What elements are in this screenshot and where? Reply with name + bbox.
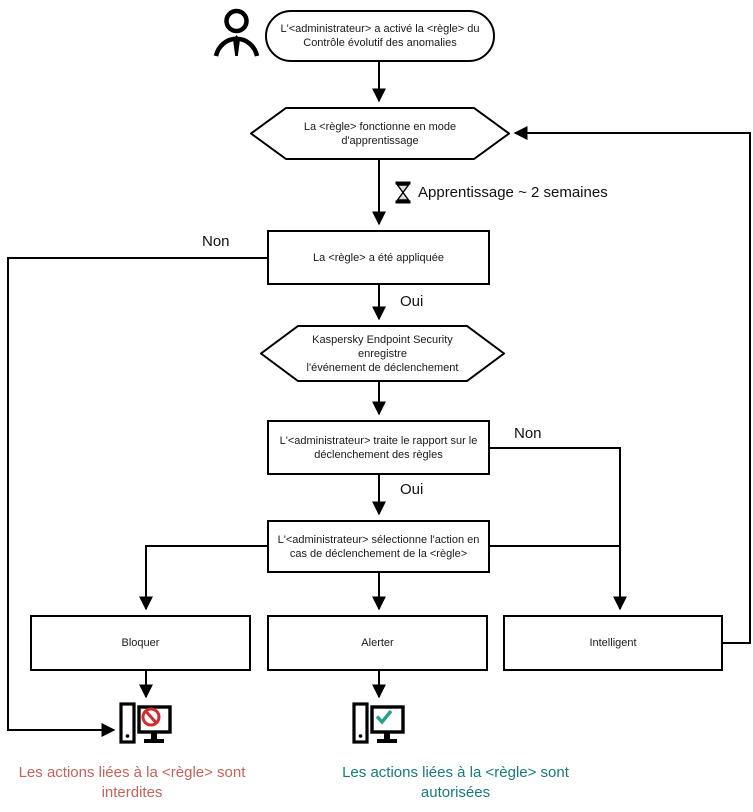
learning-duration-label: Apprentissage ~ 2 semaines [418, 184, 608, 201]
event-logged-node: Kaspersky Endpoint Security enregistre l… [260, 325, 505, 382]
event-logged-label: Kaspersky Endpoint Security enregistre l… [306, 333, 459, 374]
action-block-node: Bloquer [30, 615, 251, 671]
hourglass-icon [395, 181, 411, 204]
checkmark-icon [375, 709, 393, 725]
start-node: L'<administrateur> a activé la <règle> d… [265, 10, 495, 62]
learning-mode-node: La <règle> fonctionne en mode d'apprenti… [250, 107, 510, 160]
action-smart-node: Intelligent [503, 615, 723, 671]
report-review-no-label: Non [514, 425, 542, 442]
rule-applied-no-label: Non [202, 233, 230, 250]
prohibition-icon [141, 707, 161, 727]
person-icon [213, 8, 260, 57]
rule-applied-node: La <règle> a été appliquée [267, 230, 490, 285]
learning-mode-label: La <règle> fonctionne en mode d'apprenti… [303, 120, 457, 147]
rule-applied-yes-label: Oui [400, 293, 424, 310]
computer-allowed-icon [352, 702, 405, 744]
outcome-blocked-label: Les actions liées à la <règle> sont inte… [18, 764, 246, 801]
report-review-node: L'<administrateur> traite le rapport sur… [267, 420, 490, 475]
outcome-allowed-label: Les actions liées à la <règle> sont auto… [342, 764, 569, 801]
action-alert-node: Alerter [267, 615, 488, 671]
report-review-yes-label: Oui [400, 481, 424, 498]
action-select-node: L'<administrateur> sélectionne l'action … [267, 520, 490, 573]
computer-blocked-icon [119, 702, 172, 744]
